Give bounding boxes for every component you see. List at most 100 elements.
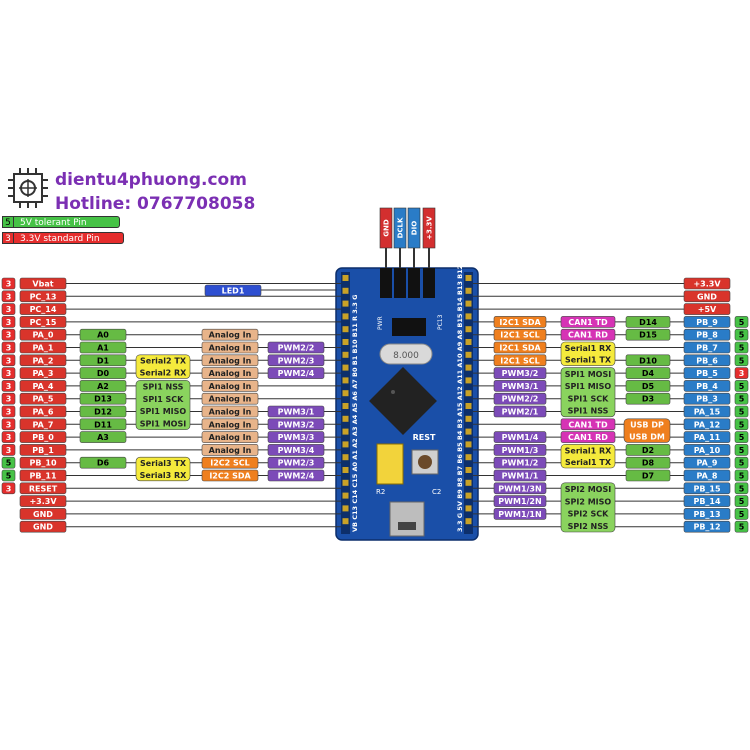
swd-pin-2 [408, 268, 420, 298]
left-pwm-label: PWM3/1 [267, 405, 325, 418]
svg-text:5: 5 [739, 510, 745, 519]
right-tol-badge: 5 [734, 354, 749, 367]
board-right-header [464, 272, 473, 534]
svg-text:GND: GND [33, 523, 53, 532]
right-spi-group-line: SPI2 MOSI [565, 485, 611, 494]
right-pin-pb12: PB_12 [683, 520, 731, 533]
svg-text:DIO: DIO [411, 221, 419, 235]
svg-text:A1: A1 [97, 344, 109, 353]
svg-text:5: 5 [739, 472, 745, 481]
svg-text:A2: A2 [97, 382, 109, 391]
left-arduino-label: A2 [79, 380, 127, 392]
header-pad [342, 300, 349, 307]
svg-text:PA_1: PA_1 [33, 344, 54, 353]
left-arduino-label: A0 [79, 328, 127, 341]
left-analog-label: Analog In [201, 418, 259, 431]
header-pad [465, 377, 472, 384]
left-pin-pa0: PA_0 [19, 328, 67, 341]
left-pwm-label: PWM3/3 [267, 431, 325, 443]
boot-jumpers [376, 443, 404, 485]
swd-label-33v: +3.3V [422, 207, 436, 249]
left-tol-badge: 3 [1, 405, 16, 418]
svg-text:PB_9: PB_9 [696, 318, 718, 327]
svg-text:PB_8: PB_8 [696, 331, 718, 340]
right-usb-group-line: USB DP [630, 421, 664, 430]
svg-text:DCLK: DCLK [397, 217, 405, 238]
header-pad [342, 492, 349, 499]
reset-label: REST [413, 433, 436, 442]
svg-text:PB_5: PB_5 [696, 369, 718, 378]
svg-text:D5: D5 [642, 382, 655, 391]
svg-text:PB_14: PB_14 [693, 497, 721, 506]
swd-pin-1 [394, 268, 406, 298]
left-serial-group-line: Serial3 RX [140, 471, 188, 480]
left-arduino-label: D13 [79, 392, 127, 405]
svg-text:PB_11: PB_11 [29, 472, 57, 481]
legend-3v3: 3 3.3V standard Pin [2, 232, 124, 244]
left-pin-pa7: PA_7 [19, 418, 67, 431]
left-pwm-label: PWM3/4 [267, 444, 325, 456]
svg-text:PB_1: PB_1 [32, 446, 54, 455]
board-left-header [341, 272, 350, 534]
right-arduino-label: D15 [625, 328, 671, 341]
right-usb-group-line: USB DM [629, 433, 665, 442]
svg-text:PC_13: PC_13 [30, 292, 57, 301]
left-spi-group-line: SPI1 SCK [143, 395, 185, 404]
header-pad [342, 479, 349, 486]
right-tol-badge: 5 [734, 469, 749, 482]
svg-text:Analog In: Analog In [209, 369, 252, 378]
svg-text:A3: A3 [97, 433, 109, 442]
svg-text:PB_10: PB_10 [29, 459, 57, 468]
svg-text:+3.3V: +3.3V [29, 497, 57, 506]
left-pwm-label: PWM2/2 [267, 341, 325, 354]
header-pad [342, 441, 349, 448]
right-pin-pb3: PB_3 [683, 392, 731, 405]
svg-text:RESET: RESET [29, 484, 58, 493]
svg-text:PA_0: PA_0 [33, 331, 54, 340]
svg-text:PWM1/1: PWM1/1 [502, 472, 539, 481]
left-header-text: VB C13 C14 C15 A0 A1 A2 A3 A4 A5 A6 A7 B… [351, 295, 359, 532]
right-pin-pa11: PA_11 [683, 431, 731, 443]
left-pin-gnd: GND [19, 508, 67, 520]
right-pwm-label: PWM1/1 [493, 469, 547, 482]
right-serial-group-line: Serial1 TX [565, 458, 612, 467]
header-pad [465, 313, 472, 320]
header-pad [465, 454, 472, 461]
svg-text:D15: D15 [639, 331, 657, 340]
left-pin-gnd: GND [19, 520, 67, 533]
svg-text:PWM1/3N: PWM1/3N [498, 484, 541, 493]
svg-text:3: 3 [6, 382, 12, 391]
header-pad [465, 275, 472, 281]
left-pin-pb10: PB_10 [19, 456, 67, 469]
header-pad [342, 275, 349, 281]
usb-connector [389, 501, 425, 537]
svg-text:5: 5 [739, 408, 745, 417]
right-tol-badge: 5 [734, 418, 749, 431]
header-pad [342, 454, 349, 461]
right-pwm-label: PWM1/2N [493, 495, 547, 507]
right-i2c-label: I2C1 SDA [493, 316, 547, 328]
right-pin-pb4: PB_4 [683, 380, 731, 392]
left-tol-badge: 3 [1, 341, 16, 354]
left-pin-pa3: PA_3 [19, 367, 67, 379]
svg-text:I2C2 SCL: I2C2 SCL [210, 459, 250, 468]
svg-text:5: 5 [739, 382, 745, 391]
svg-text:PWM1/3: PWM1/3 [502, 446, 539, 455]
right-pin-pb7: PB_7 [683, 341, 731, 354]
svg-text:PB_3: PB_3 [696, 395, 718, 404]
svg-text:PA_2: PA_2 [33, 356, 54, 365]
svg-text:5: 5 [6, 472, 12, 481]
right-tol-badge: 5 [734, 328, 749, 341]
right-spi-group-line: SPI2 NSS [568, 522, 609, 531]
svg-text:3: 3 [6, 280, 12, 289]
header-pad [465, 415, 472, 422]
swd-pin-0 [380, 268, 392, 298]
svg-text:D4: D4 [642, 369, 655, 378]
left-tol-badge: 3 [1, 431, 16, 443]
legend-5v-label: 5V tolerant Pin [14, 216, 120, 228]
left-tol-badge: 3 [1, 367, 16, 379]
